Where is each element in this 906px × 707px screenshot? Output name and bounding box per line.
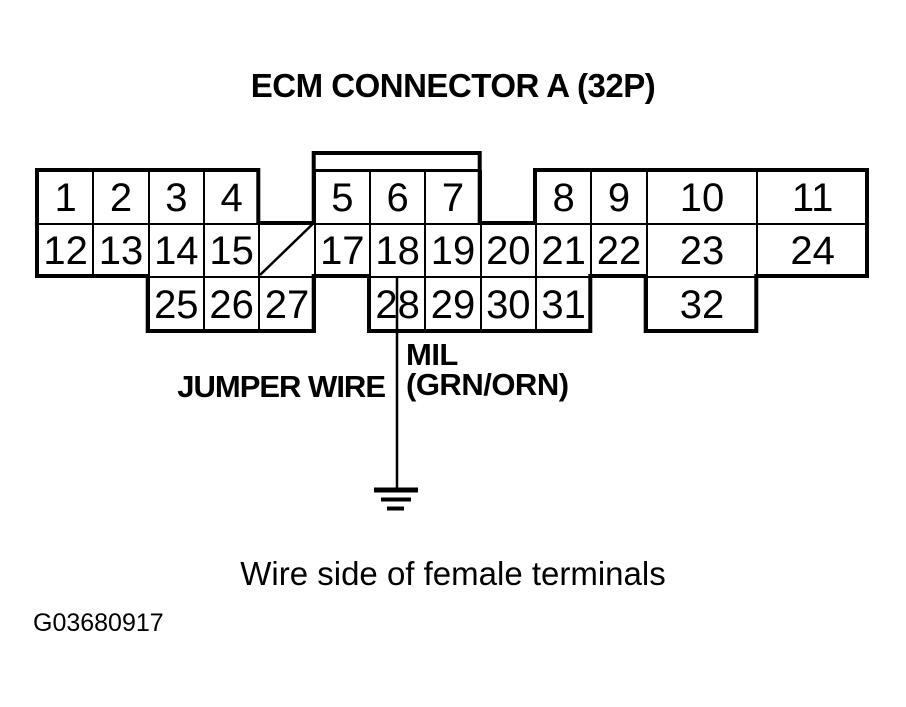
pin-cell-19: 19 [424, 223, 482, 278]
pin-cell-9: 9 [590, 170, 648, 225]
jumper-wire-label: JUMPER WIRE [177, 369, 386, 404]
pin-cell-15: 15 [202, 223, 261, 278]
missing-pin-cell [258, 223, 316, 278]
pin-cell-3: 3 [147, 170, 205, 225]
pin-cell-22: 22 [590, 223, 648, 278]
pin-cell-14: 14 [147, 223, 205, 278]
pin-cell-31: 31 [534, 276, 593, 333]
diagram-title: ECM CONNECTOR A (32P) [250, 67, 656, 104]
pin-cell-30: 30 [479, 276, 537, 333]
pin-cell-2: 2 [92, 170, 150, 225]
pin-cell-4: 4 [202, 170, 261, 225]
pin-cell-13: 13 [92, 223, 150, 278]
pin-cell-29: 29 [424, 276, 482, 333]
pin-cell-32: 32 [645, 276, 759, 333]
pin-cell-27: 27 [258, 276, 316, 333]
pin-cell-11: 11 [756, 170, 869, 225]
pin-cell-24: 24 [756, 223, 869, 278]
pin-cell-7: 7 [424, 170, 482, 225]
wire-side-caption: Wire side of female terminals [240, 555, 666, 592]
figure-id: G03680917 [33, 609, 164, 637]
pin-cell-8: 8 [534, 170, 593, 225]
mil-wire-label: MIL (GRN/ORN) [406, 337, 569, 402]
pin-cell-10: 10 [645, 170, 759, 225]
pin-cell-21: 21 [534, 223, 593, 278]
pin-cell-28: 28 [368, 276, 427, 333]
pin-cell-23: 23 [645, 223, 759, 278]
pin-cell-17: 17 [313, 223, 371, 278]
pin-cell-18: 18 [368, 223, 427, 278]
ground-icon [374, 487, 418, 511]
pin-cell-26: 26 [202, 276, 261, 333]
pin-cell-25: 25 [147, 276, 205, 333]
pin-cell-12: 12 [37, 223, 95, 278]
mil-label-line1: MIL [406, 337, 458, 372]
pin-cell-5: 5 [313, 170, 371, 225]
pin-cell-1: 1 [37, 170, 95, 225]
mil-label-line2: (GRN/ORN) [406, 367, 569, 402]
pin-cell-20: 20 [479, 223, 537, 278]
pin-cell-6: 6 [368, 170, 427, 225]
